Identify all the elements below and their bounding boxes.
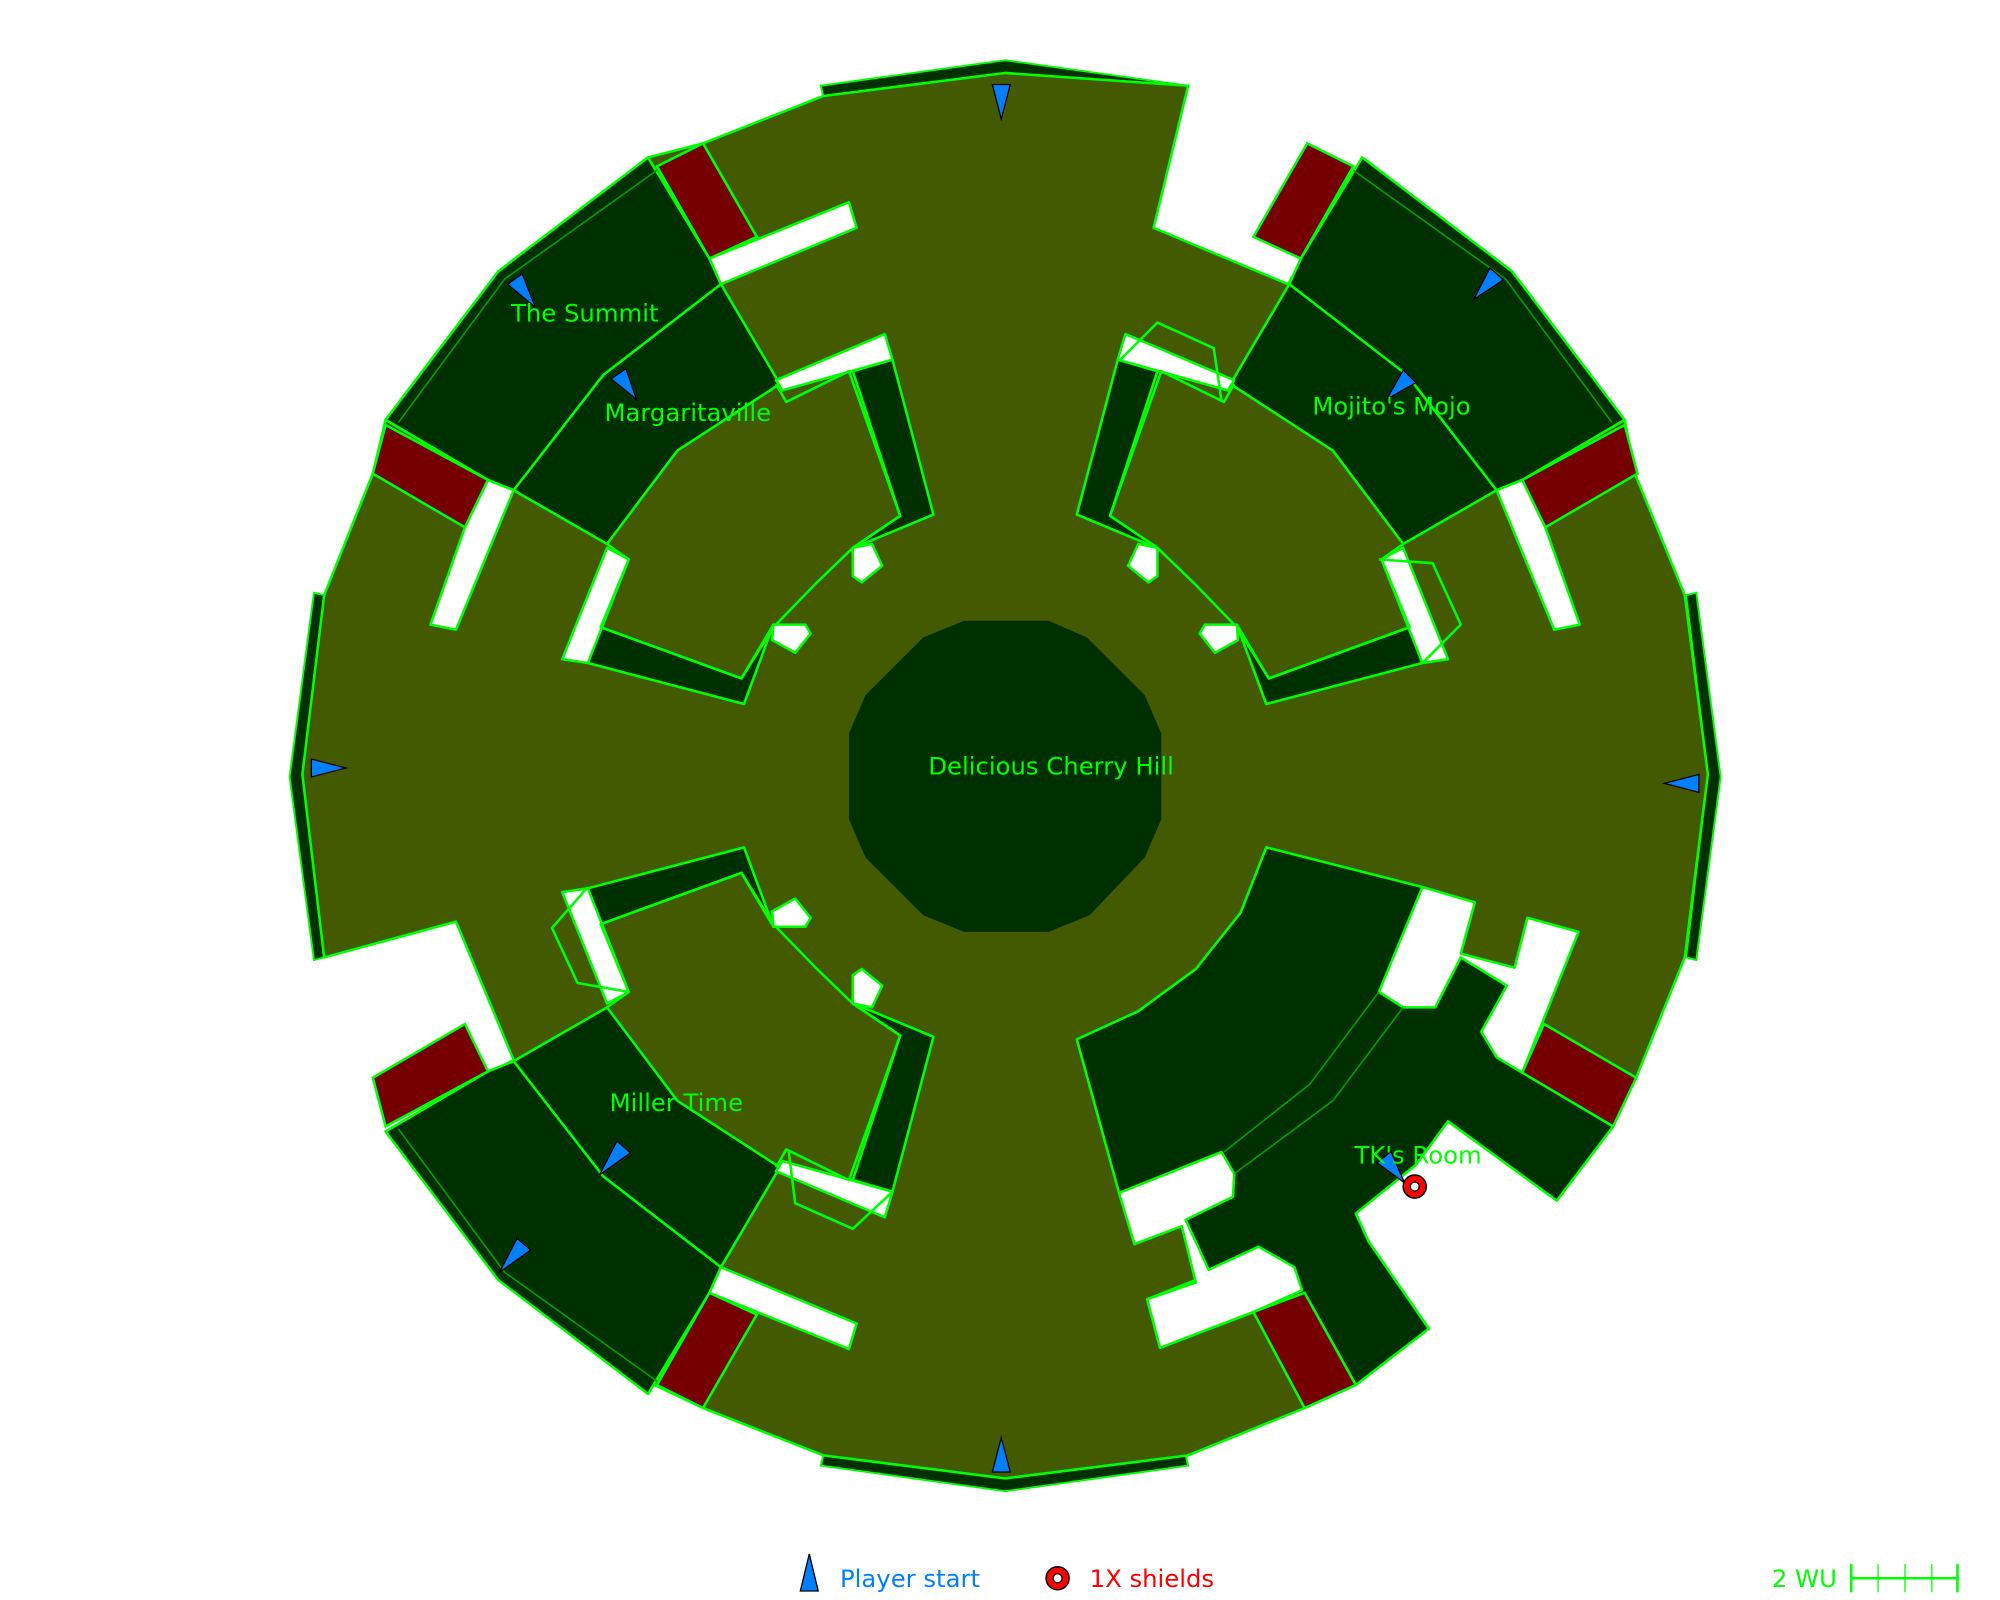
- player-starts: [310, 83, 1700, 1473]
- inner-outline: [1108, 369, 1411, 680]
- room-group-ne: [1075, 141, 1639, 706]
- label-summit: The Summit: [510, 298, 658, 327]
- player-start-icon: [1661, 773, 1700, 794]
- player-start-icon: [310, 758, 349, 778]
- corridor-line: [1223, 991, 1380, 1153]
- hazard-strip: [1251, 1291, 1358, 1410]
- room-group-sw: [371, 846, 935, 1410]
- player-start-icon: [991, 83, 1012, 122]
- label-margaritaville: Margaritaville: [604, 398, 771, 427]
- gap-bar-south: [708, 1265, 858, 1351]
- inner-outline: [599, 369, 902, 680]
- hazard-strip: [371, 1022, 490, 1129]
- ledge-outline: [550, 886, 630, 994]
- room-group-tk: [1075, 846, 1638, 1410]
- hazard-strip: [655, 141, 759, 261]
- room-edge-line: [1352, 169, 1613, 423]
- legend-shields: 1X shields: [1090, 1564, 1215, 1593]
- legend-player-start: Player start: [840, 1564, 980, 1593]
- player-start-icon: [506, 272, 536, 308]
- player-start-icon: [1471, 266, 1505, 302]
- pillar: [770, 623, 812, 655]
- player-start-icon: [1375, 1150, 1406, 1185]
- player-start-icon: [610, 367, 638, 402]
- player-start-icon: [498, 1237, 532, 1273]
- inner-outline: [599, 871, 902, 1182]
- hazard-strip: [655, 1291, 759, 1410]
- gap-bar-west: [429, 478, 515, 632]
- ledge-outline: [787, 1151, 893, 1231]
- hazard-strip: [1251, 141, 1356, 261]
- room-edge-line: [397, 169, 658, 423]
- pillar: [851, 967, 884, 1009]
- gap-east: [1377, 885, 1580, 1074]
- corridor-line: [1233, 1006, 1404, 1175]
- label-tk: TK's Room: [1354, 1141, 1482, 1170]
- ledge-outline: [1118, 321, 1223, 401]
- shields-pickup[interactable]: [1402, 1174, 1428, 1199]
- ledge-outline: [1378, 558, 1463, 664]
- pillar: [851, 542, 884, 584]
- gap-bar-north: [708, 200, 858, 286]
- pillar: [770, 897, 812, 929]
- pillar: [1126, 542, 1159, 584]
- player-start-icon: [991, 1434, 1012, 1473]
- room-divider: [512, 283, 722, 492]
- ring-hole: [1052, 1573, 1063, 1584]
- label-miller: Miller Time: [610, 1088, 743, 1117]
- pillar: [1198, 623, 1240, 655]
- legend: Player start 1X shields 2 WU: [799, 1553, 1959, 1593]
- room-group-nw: [371, 141, 935, 706]
- gap-bar-east: [1495, 478, 1582, 632]
- label-center: Delicious Cherry Hill: [928, 751, 1174, 780]
- room-divider: [512, 1060, 722, 1269]
- ring-hole: [1409, 1181, 1420, 1192]
- room-edge-line: [397, 1128, 658, 1382]
- blue-triangle-icon: [799, 1553, 820, 1592]
- scale-bar: [1849, 1564, 1959, 1593]
- hazard-strip: [1520, 1022, 1638, 1129]
- gap-south: [1117, 1150, 1304, 1350]
- label-mojito: Mojito's Mojo: [1312, 392, 1470, 421]
- player-start-icon: [598, 1140, 632, 1176]
- player-start-icon: [1384, 368, 1417, 402]
- scale-label: 2 WU: [1772, 1564, 1837, 1593]
- room-center: [848, 620, 1162, 932]
